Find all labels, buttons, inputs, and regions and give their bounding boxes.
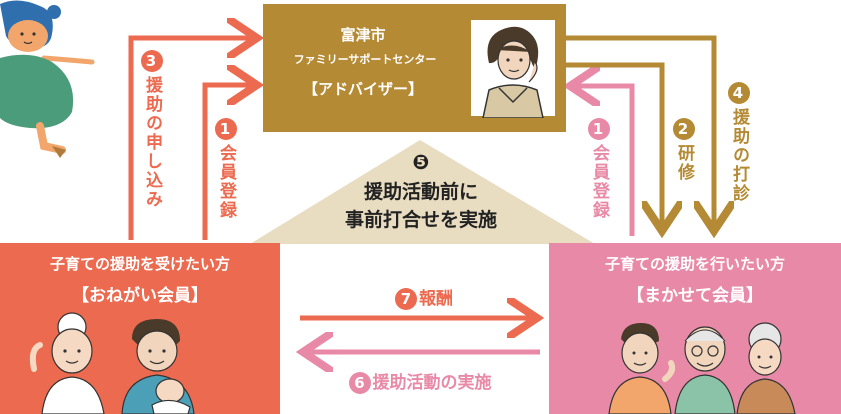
advisor-portrait-icon [471, 20, 555, 118]
family-illustration-icon [29, 312, 195, 414]
register-right-arrow [575, 86, 635, 236]
reward-text: 報酬 [419, 289, 453, 309]
training-number: 2 [673, 118, 695, 140]
sounding-arrow [566, 35, 714, 226]
request-line1: 子育ての援助を受けたい方 [49, 255, 230, 273]
sounding-text: 援助の打診 [729, 108, 749, 203]
meeting-line1: 援助活動前に [363, 181, 478, 203]
apply-number: 3 [141, 50, 163, 72]
meeting-triangle [250, 140, 595, 244]
seniors-illustration-icon [608, 322, 796, 414]
register-left-arrow [202, 85, 252, 240]
advisor-line3: 【アドバイザー】 [302, 80, 423, 98]
request-line2: 【おねがい会員】 [72, 286, 208, 306]
sounding-number: 4 [728, 82, 750, 104]
meeting-number: ❺ [412, 150, 430, 174]
training-text: 研修 [674, 144, 694, 182]
register-right-number: 1 [588, 118, 610, 140]
register-left-number: 1 [215, 118, 237, 140]
register-left-text: 会員登録 [216, 144, 236, 220]
advisor-box: 富津市 ファミリーサポートセンター 【アドバイザー】 [263, 4, 566, 132]
provide-line1: 子育ての援助を行いたい方 [604, 255, 785, 273]
apply-arrow [128, 38, 252, 240]
sounding-label: 4 援助の打診 [727, 82, 751, 203]
apply-label: 3 援助の申し込み [140, 50, 164, 209]
provide-member-box: 子育ての援助を行いたい方 【まかせて会員】 [549, 243, 841, 414]
training-arrow [566, 62, 662, 226]
meeting-line2: 事前打合せを実施 [344, 209, 497, 231]
advisor-line1: 富津市 [340, 26, 386, 44]
provide-line2: 【まかせて会員】 [627, 286, 763, 306]
register-right-label: 1 会員登録 [587, 118, 611, 220]
activity-number: 6 [348, 372, 371, 394]
register-right-text: 会員登録 [589, 144, 609, 220]
reward-number: 7 [395, 288, 417, 310]
training-label: 2 研修 [672, 118, 696, 182]
advisor-line2: ファミリーサポートセンター [293, 53, 437, 66]
request-member-box: 子育ての援助を受けたい方 【おねがい会員】 [0, 243, 280, 414]
apply-text: 援助の申し込み [142, 76, 162, 209]
child-illustration-icon [0, 0, 95, 158]
register-left-label: 1 会員登録 [214, 118, 238, 220]
meeting-note: ❺ 援助活動前に 事前打合せを実施 [290, 150, 552, 234]
activity-text: 援助活動の実施 [372, 373, 492, 393]
